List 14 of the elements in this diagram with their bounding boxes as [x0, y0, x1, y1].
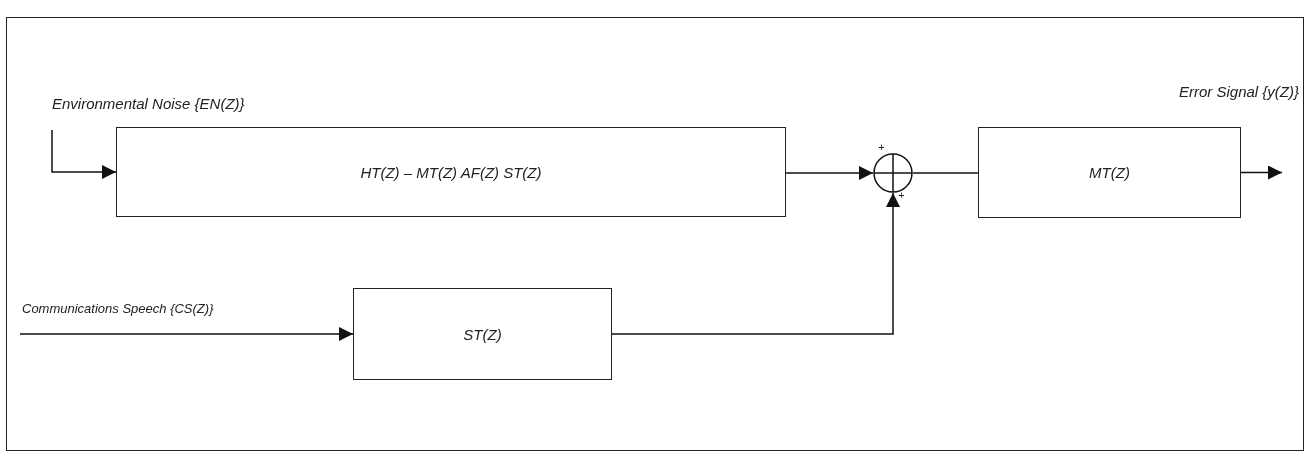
- arrow: [785, 166, 874, 180]
- summing-junction: [873, 153, 913, 193]
- arrow: [611, 192, 900, 335]
- signal-label: Communications Speech {CS(Z)}: [22, 302, 214, 315]
- transfer-function-block: MT(Z): [978, 127, 1241, 218]
- signal-label: Environmental Noise {EN(Z)}: [52, 96, 245, 111]
- arrow: [51, 129, 117, 179]
- sign-label: +: [878, 142, 885, 153]
- signal-label: Error Signal {y(Z)}: [1177, 84, 1299, 99]
- sign-label: +: [898, 190, 905, 201]
- arrow: [19, 327, 354, 341]
- arrow: [1240, 165, 1283, 180]
- transfer-function-block: ST(Z): [353, 288, 612, 380]
- transfer-function-block: HT(Z) – MT(Z) AF(Z) ST(Z): [116, 127, 786, 217]
